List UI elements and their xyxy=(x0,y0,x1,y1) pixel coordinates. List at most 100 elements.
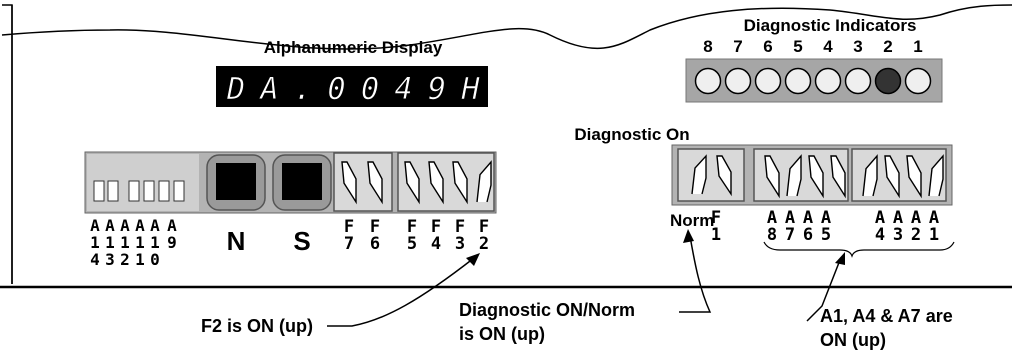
dip-label-char: 1 xyxy=(120,233,130,252)
dip-label-char: A xyxy=(90,216,100,235)
dip-label-char: 1 xyxy=(135,233,145,252)
a-switch[interactable] xyxy=(830,155,846,199)
f-switch[interactable] xyxy=(476,160,492,203)
dip-label-char: A xyxy=(120,216,130,235)
dip-label-char: 2 xyxy=(120,250,130,269)
a-switch-bracket xyxy=(763,241,955,258)
dip-switch[interactable] xyxy=(107,180,119,202)
f-switch[interactable] xyxy=(367,161,383,205)
indicator-number: 7 xyxy=(733,37,742,56)
dip-label-char: A xyxy=(105,216,115,235)
alphanumeric-display xyxy=(216,66,488,107)
dip-label-char: A xyxy=(167,216,177,235)
dip-label-char: 1 xyxy=(105,233,115,252)
dip-label-char: 1 xyxy=(90,233,100,252)
dip-switches xyxy=(93,180,185,202)
display-char: 0 xyxy=(327,72,345,107)
dip-switch[interactable] xyxy=(128,180,140,202)
indicator-strip xyxy=(685,58,943,103)
f-label-char: 4 xyxy=(431,234,441,254)
dip-label-char: 0 xyxy=(150,250,160,269)
f-switches xyxy=(341,160,492,205)
display-char: 0 xyxy=(361,72,379,107)
f-label-char: 5 xyxy=(407,234,417,254)
a-label-char: 4 xyxy=(875,225,885,245)
diagnostic-toggle-norm[interactable] xyxy=(691,154,707,195)
a-switch[interactable] xyxy=(786,154,802,197)
a-label-char: 7 xyxy=(785,225,795,245)
a-switch[interactable] xyxy=(884,155,900,199)
a-label-char: A xyxy=(893,208,903,228)
callout-a-arrowhead xyxy=(835,252,845,265)
dip-switch[interactable] xyxy=(173,180,185,202)
indicator-number: 5 xyxy=(793,37,802,56)
a-label-char: A xyxy=(821,208,831,228)
f-label-char: F xyxy=(479,217,489,237)
f-label-char: 2 xyxy=(479,234,489,254)
f-switch[interactable] xyxy=(404,161,420,205)
dip-switch[interactable] xyxy=(143,180,155,202)
display-char: D xyxy=(226,72,245,107)
button-s[interactable] xyxy=(282,163,322,200)
f-label-char: F xyxy=(344,217,354,237)
callout-f2: F2 is ON (up) xyxy=(201,316,313,336)
diagnostic-toggle-f1[interactable] xyxy=(716,155,732,197)
indicator-led xyxy=(724,67,752,95)
button-s-label: S xyxy=(293,226,310,256)
indicators-title: Diagnostic Indicators xyxy=(744,16,917,35)
dip-label-char: 1 xyxy=(150,233,160,252)
dip-label-char: 3 xyxy=(105,250,115,269)
a-switch[interactable] xyxy=(928,154,944,197)
dip-label-char: 4 xyxy=(90,250,100,269)
diagnostic-switch-box xyxy=(677,148,745,202)
callout-diag-line1: Diagnostic ON/Norm xyxy=(459,300,635,320)
a-label-char: 5 xyxy=(821,225,831,245)
f-label-char: 6 xyxy=(370,234,380,254)
indicator-leds xyxy=(694,67,932,95)
callout-f2-arrowhead xyxy=(466,253,480,266)
callout-a-leader xyxy=(806,259,841,322)
a-label-char: 3 xyxy=(893,225,903,245)
button-n[interactable] xyxy=(216,163,256,200)
display-char: A xyxy=(258,72,278,107)
callout-a-line1: A1, A4 & A7 are xyxy=(820,306,953,326)
f-label-char: 7 xyxy=(344,234,354,254)
callout-diag-line2: is ON (up) xyxy=(459,324,545,344)
diag-f-label-char: 1 xyxy=(711,225,721,245)
f-switch[interactable] xyxy=(341,161,357,205)
a-label-char: 2 xyxy=(911,225,921,245)
indicator-led xyxy=(874,67,902,95)
dip-switch[interactable] xyxy=(93,180,105,202)
indicator-led xyxy=(694,67,722,95)
diagnostic-f1-label: F1 xyxy=(711,208,721,245)
callout-f2-leader xyxy=(327,257,475,327)
indicator-number: 6 xyxy=(763,37,772,56)
norm-label: Norm xyxy=(670,211,714,230)
indicator-led xyxy=(904,67,932,95)
a-switch[interactable] xyxy=(764,155,780,199)
dip-switch[interactable] xyxy=(158,180,170,202)
indicator-number: 1 xyxy=(913,37,922,56)
a-switch[interactable] xyxy=(862,154,878,197)
indicator-number: 2 xyxy=(883,37,892,56)
f-label-char: F xyxy=(407,217,417,237)
indicator-led xyxy=(754,67,782,95)
a-label-char: A xyxy=(875,208,885,228)
display-char: 4 xyxy=(394,72,412,107)
f-switch[interactable] xyxy=(452,161,468,205)
a-label-char: 1 xyxy=(929,225,939,245)
f-label-char: F xyxy=(370,217,380,237)
a-label-char: 8 xyxy=(767,225,777,245)
indicator-number: 4 xyxy=(823,37,833,56)
a-switch[interactable] xyxy=(808,155,824,199)
a-label-char: A xyxy=(767,208,777,228)
diagnostic-on-title: Diagnostic On xyxy=(574,125,689,144)
a-switch[interactable] xyxy=(906,155,922,199)
diagnostic-on-switch[interactable] xyxy=(691,154,732,197)
f-switch[interactable] xyxy=(428,161,444,205)
f-label-char: F xyxy=(431,217,441,237)
